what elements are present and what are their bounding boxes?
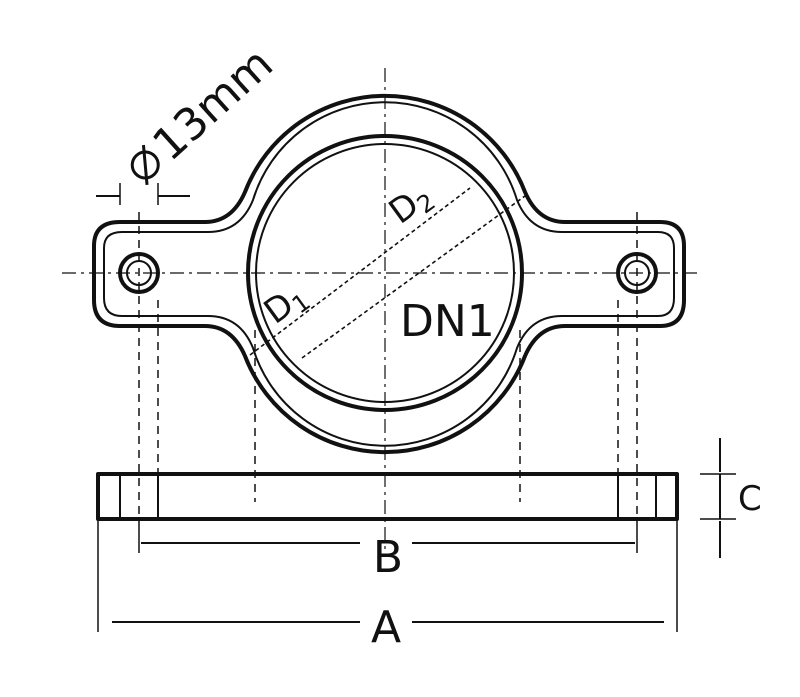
dn1-label: DN1 [400, 296, 495, 347]
flange-outer-outline [92, 93, 686, 455]
c-label: C [738, 479, 762, 519]
side-plate-outline [96, 472, 679, 521]
a-dimension: A [97, 519, 678, 653]
diameter-icon [130, 144, 160, 186]
flange-inner-outline [103, 101, 675, 447]
b-label: B [373, 532, 403, 583]
hole-diameter-dimension: 13mm [96, 38, 283, 205]
b-dimension: B [138, 519, 638, 583]
hole-diameter-label: 13mm [143, 38, 282, 171]
c-dimension: C [700, 438, 762, 558]
flange-side-view [96, 472, 679, 521]
d2-label: D2 [382, 176, 441, 235]
a-label: A [371, 602, 401, 653]
d1-label: D1 [257, 276, 316, 335]
